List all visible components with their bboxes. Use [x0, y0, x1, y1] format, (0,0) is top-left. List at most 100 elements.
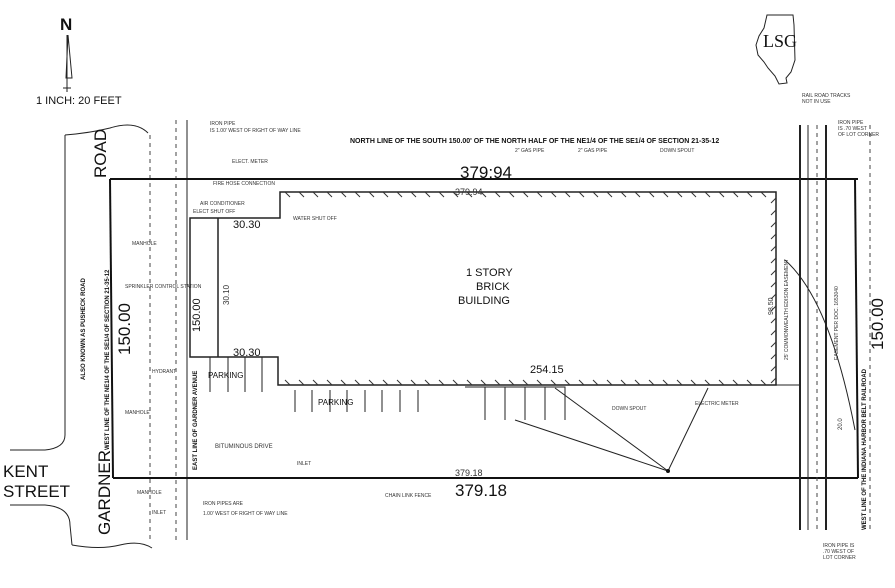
wall-hatch: [396, 379, 403, 386]
west-line-label: WEST LINE OF THE NE1/4 OF THE SE1/4 OF S…: [105, 269, 111, 450]
wall-hatch: [382, 191, 389, 198]
iron-pipe-label: IS .70 WEST: [838, 126, 867, 132]
electric-meter-label: ELECTRIC METER: [695, 401, 739, 407]
rail-tracks-label: NOT IN USE: [802, 99, 831, 105]
building-east-dimension: 98.50: [768, 297, 775, 315]
east-dimension: 150.00: [868, 298, 887, 350]
wall-hatch: [718, 191, 725, 198]
easement-label: EASEMENT PER DOC. 1653040: [834, 286, 840, 360]
down-spout-label: DOWN SPOUT: [612, 406, 646, 412]
gardner-label: GARDNER: [95, 450, 114, 535]
wall-hatch: [676, 379, 683, 386]
wall-hatch: [466, 379, 473, 386]
wall-hatch: [770, 245, 777, 252]
wall-hatch: [452, 379, 459, 386]
kent-street-label: STREET: [3, 482, 70, 501]
south-dimension: 379.18: [455, 481, 507, 500]
wall-hatch: [770, 365, 777, 372]
parking-stalls: [209, 357, 566, 420]
wall-hatch: [536, 379, 543, 386]
sw-note-label: 1.00' WEST OF RIGHT OF WAY LINE: [203, 511, 288, 517]
north-dimension: 379:94: [460, 163, 512, 182]
iron-pipe-label: IRON PIPE: [838, 120, 864, 126]
utility-lines: [514, 387, 709, 473]
parking-label: PARKING: [208, 371, 243, 380]
north-label: N: [60, 15, 72, 34]
easement-label: 25' COMMONWEALTH EDISON EASEMENT: [784, 259, 790, 360]
wall-hatch: [522, 379, 529, 386]
elect-meter-label: ELECT. METER: [232, 159, 268, 165]
railroad-tracks: [784, 125, 871, 530]
wall-hatch: [732, 191, 739, 198]
wall-hatch: [592, 191, 599, 198]
wall-hatch: [424, 379, 431, 386]
building-label: BRICK: [476, 281, 510, 293]
wall-hatch: [662, 379, 669, 386]
wall-hatch: [770, 293, 777, 300]
inlet-label: INLET: [152, 510, 166, 516]
wall-hatch: [620, 379, 627, 386]
wall-hatch: [354, 379, 361, 386]
air-conditioner-label: AIR CONDITIONER: [200, 201, 245, 207]
kent-street-label: KENT: [3, 462, 48, 481]
wall-hatch: [634, 191, 641, 198]
wall-hatch: [508, 191, 515, 198]
wall-hatch: [746, 191, 753, 198]
wall-hatch: [494, 191, 501, 198]
property-boundary: [109, 178, 859, 479]
manhole-label: MANHOLE: [125, 410, 150, 416]
building-bottom-step-dimension: 30.30: [233, 347, 261, 359]
wall-hatch: [770, 341, 777, 348]
illinois-logo: LSG: [755, 14, 797, 85]
wall-hatch: [704, 379, 711, 386]
wall-hatch: [354, 191, 361, 198]
wall-hatch: [648, 191, 655, 198]
wall-hatch: [760, 191, 767, 198]
wall-hatch: [494, 379, 501, 386]
inlet-label: INLET: [297, 461, 311, 467]
wall-hatch: [480, 191, 487, 198]
west-dimension: 150.00: [115, 303, 134, 355]
fire-hose-label: FIRE HOSE CONNECTION: [213, 181, 275, 187]
north-inner-dimension: 379.94: [455, 187, 483, 197]
wall-hatch: [606, 379, 613, 386]
east-line-label: EAST LINE OF GARDNER AVENUE: [193, 371, 199, 470]
wall-hatch: [480, 379, 487, 386]
inner-west-dimension: 150.00: [191, 298, 203, 332]
rail-tracks-label: RAIL ROAD TRACKS: [802, 93, 851, 99]
wall-hatch: [690, 191, 697, 198]
iron-pipe-label: .70 WEST OF: [823, 549, 854, 555]
building-label: 1 STORY: [466, 267, 513, 279]
wall-hatch: [606, 191, 613, 198]
wall-hatch: [312, 379, 319, 386]
north-arrow-icon: N: [60, 15, 73, 92]
wall-hatch: [522, 191, 529, 198]
wall-hatch: [424, 191, 431, 198]
wall-hatch: [578, 379, 585, 386]
wall-hatch: [662, 191, 669, 198]
wall-hatch: [284, 379, 291, 386]
wall-hatch: [578, 191, 585, 198]
wall-hatch: [770, 269, 777, 276]
north-line-label: NORTH LINE OF THE SOUTH 150.00' OF THE N…: [350, 138, 719, 145]
wall-hatch: [770, 197, 777, 204]
road-label: ROAD: [91, 129, 110, 178]
manhole-label: MANHOLE: [137, 490, 162, 496]
parking-label: PARKING: [318, 398, 353, 407]
wall-hatch: [284, 191, 291, 198]
wall-hatch: [410, 379, 417, 386]
sw-note-label: IRON PIPES ARE: [203, 501, 244, 507]
iron-pipe-label: OF LOT CORNER: [838, 132, 879, 138]
building-label: BUILDING: [458, 295, 510, 307]
wall-hatch: [732, 379, 739, 386]
iron-pipe-label: LOT CORNER: [823, 555, 856, 561]
bituminous-drive-label: BITUMINOUS DRIVE: [215, 444, 273, 450]
wall-hatch: [340, 191, 347, 198]
wall-hatch: [298, 379, 305, 386]
wall-hatch: [466, 191, 473, 198]
wall-hatch: [550, 379, 557, 386]
building-outline: [189, 191, 801, 478]
wall-hatch: [704, 191, 711, 198]
wall-hatch: [634, 379, 641, 386]
building-west-dimension: 30.10: [222, 284, 231, 305]
